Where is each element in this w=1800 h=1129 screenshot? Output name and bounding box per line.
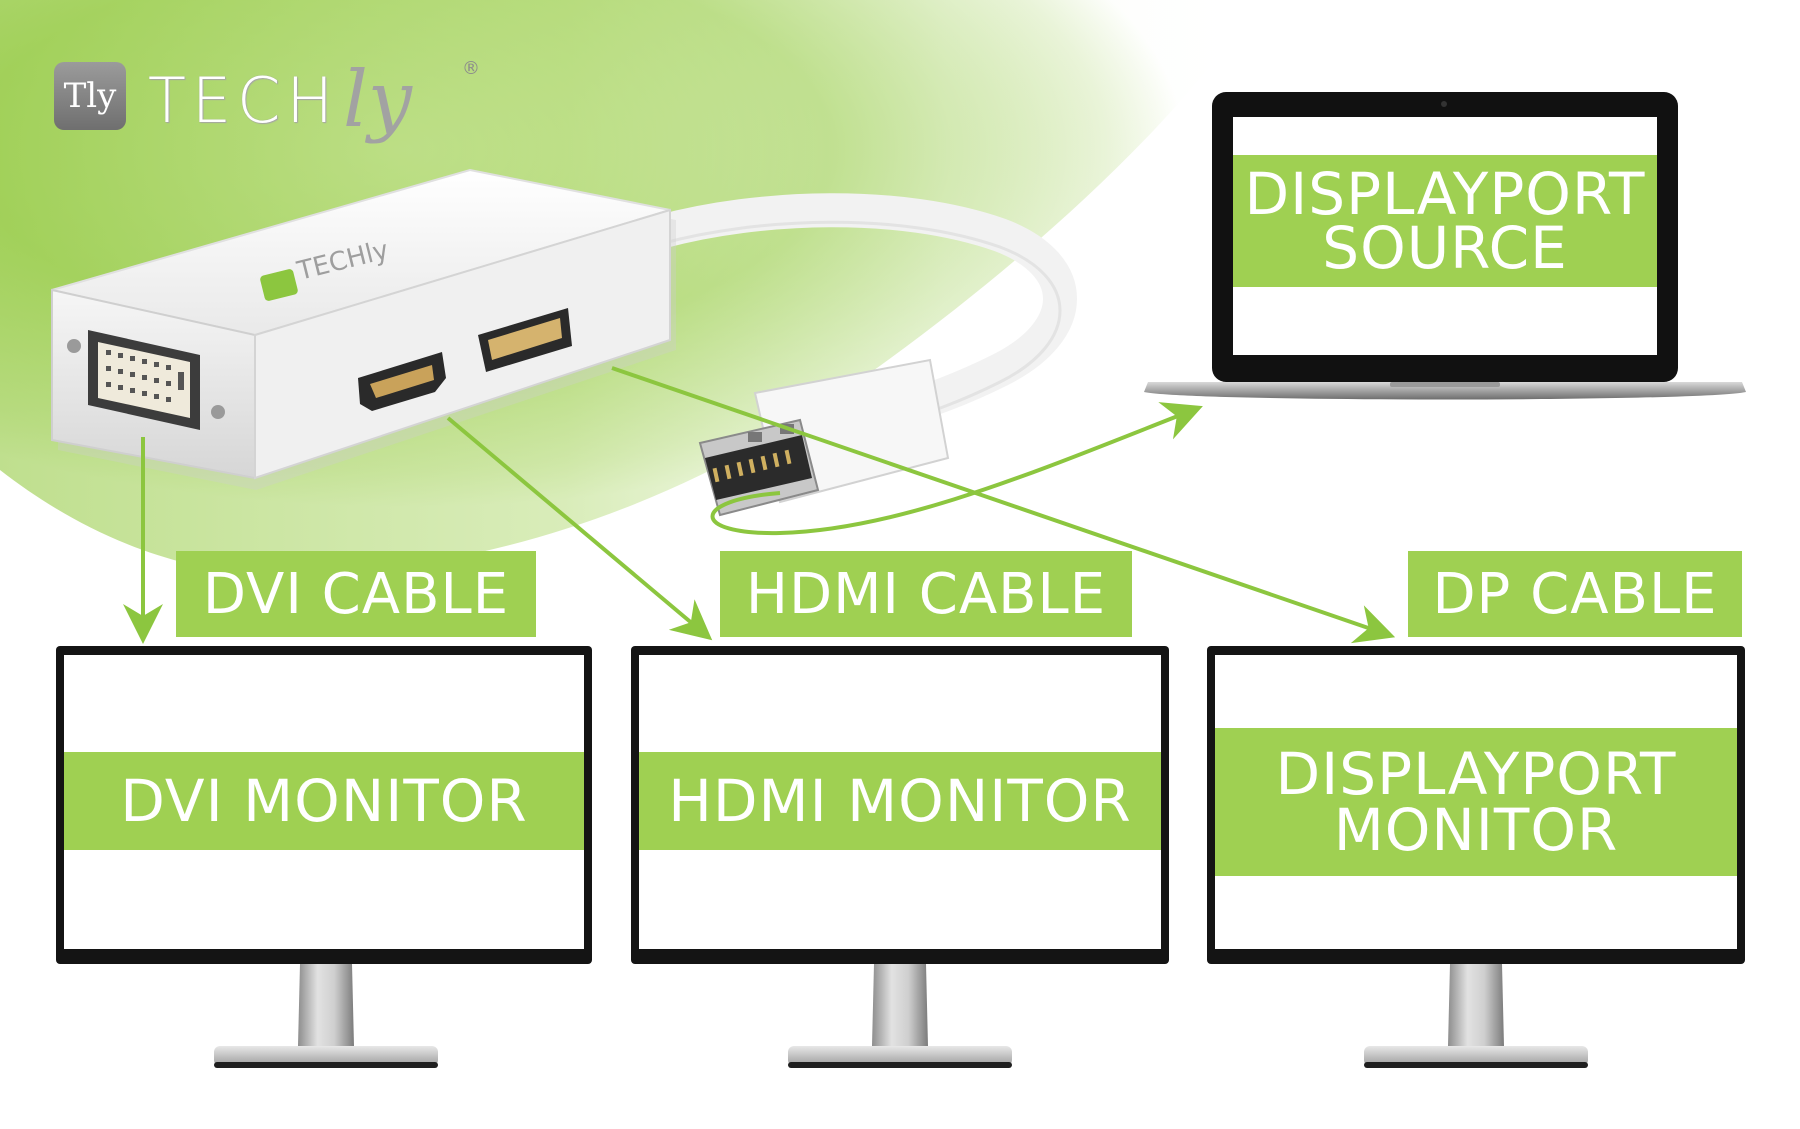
- brand-logo-mark: Tly: [54, 62, 126, 130]
- registered-mark: ®: [462, 58, 480, 79]
- monitor-label-displayport: DISPLAYPORT MONITOR: [1215, 728, 1737, 876]
- monitor-label-hdmi: HDMI MONITOR: [639, 752, 1161, 850]
- monitor-dvi: [56, 646, 592, 1068]
- monitor-label-hdmi-text: HDMI MONITOR: [668, 767, 1132, 835]
- cable-label-dvi: DVI CABLE: [176, 551, 536, 637]
- monitor-label-displayport-line-2: MONITOR: [1333, 796, 1619, 864]
- connection-arrows: [123, 366, 1396, 644]
- cable-label-dp: DP CABLE: [1408, 551, 1742, 637]
- cable-label-dvi-text: DVI CABLE: [202, 561, 510, 627]
- arrow-to-source: [710, 402, 1203, 536]
- source-label-line-1: DISPLAYPORT: [1244, 160, 1646, 228]
- adapter: TECHly: [51, 168, 676, 490]
- source-label-line-2: SOURCE: [1322, 214, 1568, 282]
- monitor-hdmi: [631, 646, 1169, 1068]
- brand-name-main: TECH: [148, 63, 339, 137]
- source-label: DISPLAYPORT SOURCE: [1233, 155, 1657, 287]
- cable-label-hdmi: HDMI CABLE: [720, 551, 1132, 637]
- arrow-to-dp-monitor: [611, 366, 1396, 644]
- adapter-side: [254, 208, 671, 480]
- laptop-base: [1144, 382, 1746, 400]
- cable-label-dp-text: DP CABLE: [1432, 561, 1718, 627]
- hdmi-port: [358, 352, 446, 411]
- monitor-label-dvi: DVI MONITOR: [64, 752, 584, 850]
- adapter-cable: [643, 193, 1077, 427]
- dvi-port: [67, 330, 225, 430]
- brand-name-script: ly: [342, 55, 412, 145]
- monitor-label-dvi-text: DVI MONITOR: [120, 767, 528, 835]
- cable-label-hdmi-text: HDMI CABLE: [745, 561, 1107, 627]
- displayport-port: [478, 308, 572, 372]
- arrow-to-hdmi-monitor: [446, 416, 713, 641]
- monitor-label-displayport-line-1: DISPLAYPORT: [1275, 740, 1677, 808]
